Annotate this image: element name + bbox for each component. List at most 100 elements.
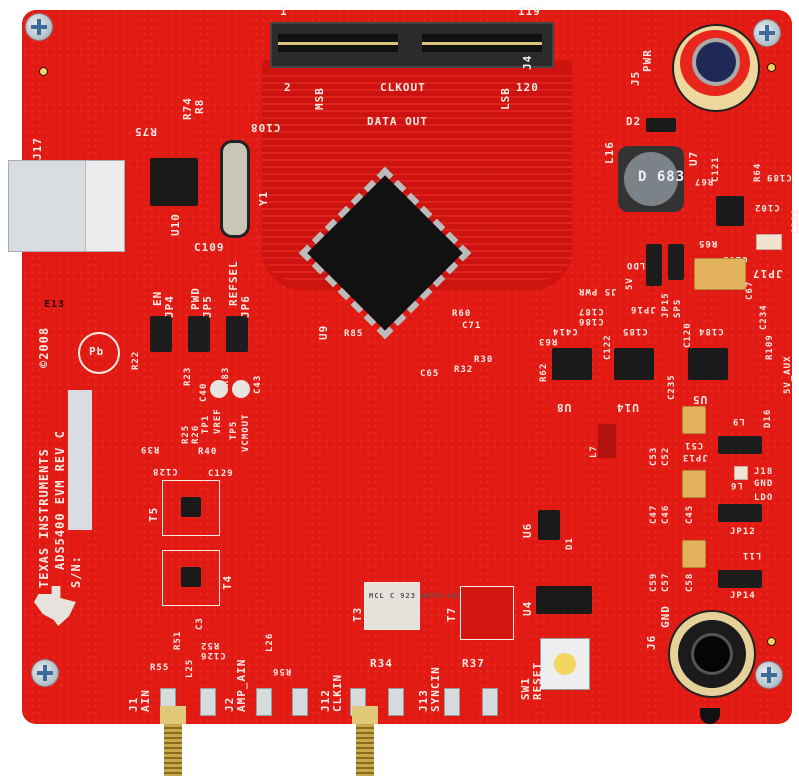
- c43-label: C43: [253, 374, 263, 394]
- jp15-sps-label: SPS: [673, 298, 683, 318]
- r22-label: R22: [131, 350, 141, 370]
- c128-label: C128: [152, 466, 178, 476]
- c187-label: C187: [578, 306, 604, 316]
- jp5-pwd-label: PWD: [189, 287, 202, 310]
- mounting-screw-bottom-right-icon: [756, 662, 782, 688]
- l7-label: L7: [589, 445, 599, 458]
- j4-pin-1-label: 1: [280, 5, 288, 18]
- copyright-label: ©2008: [37, 326, 51, 368]
- jp16-jumper[interactable]: [646, 244, 662, 286]
- j2-label: J2: [223, 696, 236, 712]
- pcb-board: 1 119 2 120 MSB CLKOUT LSB DATA OUT J4 J…: [8, 6, 799, 724]
- r55-label: R55: [150, 663, 170, 673]
- j13-pad-right[interactable]: [482, 688, 498, 716]
- u5-regulator-chip: [688, 348, 728, 380]
- j4-pin-119-label: 119: [518, 5, 541, 18]
- r8-label: R8: [193, 98, 206, 114]
- jp15-jumper[interactable]: [668, 244, 684, 280]
- jp4-en-label: EN: [151, 290, 164, 306]
- jp16-j5-pwr-label: J5 PWR: [578, 286, 617, 296]
- u8-label: U8: [556, 401, 572, 414]
- jp17-header[interactable]: [756, 234, 782, 250]
- u4-label: U4: [521, 600, 534, 616]
- j4-ref-label: J4: [521, 54, 534, 70]
- clkout-label: CLKOUT: [380, 81, 426, 94]
- j13-pad-left[interactable]: [444, 688, 460, 716]
- j18-gnd-test-point[interactable]: [734, 466, 748, 480]
- jp5-pwd-jumper[interactable]: [188, 316, 210, 352]
- t7-transformer: [460, 586, 514, 640]
- c121-label: C121: [711, 156, 721, 182]
- r65-label: R65: [698, 238, 718, 248]
- t5-transformer: [162, 480, 220, 536]
- c58-capacitor: [682, 540, 706, 568]
- r32-label: R32: [454, 365, 474, 375]
- c414-label: C414: [552, 326, 578, 336]
- r85-label: R85: [344, 329, 364, 339]
- l7-inductor: [598, 424, 616, 458]
- tp5-vcmout-label: VCMOUT: [241, 413, 251, 452]
- jp14-jumper[interactable]: [718, 570, 762, 588]
- reset-label: RESET: [531, 661, 544, 700]
- fiducial-top-left: [40, 68, 47, 75]
- jp6-refsel-jumper[interactable]: [226, 316, 248, 352]
- sw1-reset-button[interactable]: [540, 638, 590, 690]
- d1-label: D1: [565, 537, 575, 550]
- u5-label: U5: [692, 393, 708, 406]
- jp6-label: JP6: [239, 295, 252, 318]
- reset-button-cap[interactable]: [554, 653, 576, 675]
- j4-pin-2-label: 2: [284, 81, 292, 94]
- tp1-vref-test-point[interactable]: [210, 380, 228, 398]
- j1-ain-sma-connector[interactable]: [158, 706, 188, 776]
- lsb-label: LSB: [499, 87, 512, 110]
- serial-number-label: S/N:: [69, 555, 83, 588]
- data-out-label: DATA OUT: [367, 115, 428, 128]
- j4-data-out-connector[interactable]: [270, 22, 554, 68]
- jp13-label: JP13: [682, 452, 708, 462]
- r30-label: R30: [474, 355, 494, 365]
- u7-label: U7: [687, 150, 700, 166]
- jp16-5v-label: 5V: [625, 277, 635, 290]
- u10-label: U10: [169, 213, 182, 236]
- jp6-refsel-label: REFSEL: [227, 260, 240, 306]
- r25-label: R25: [181, 424, 191, 444]
- jp4-label: JP4: [163, 295, 176, 318]
- j12-pad-right: [388, 688, 404, 716]
- j2-pad-left[interactable]: [256, 688, 272, 716]
- c126-label: C126: [200, 650, 226, 660]
- j12-clkin-sma-connector[interactable]: [350, 706, 380, 776]
- j2-pad-right[interactable]: [292, 688, 308, 716]
- j18-gnd-label: GND: [754, 479, 774, 489]
- y1-crystal: [220, 140, 250, 238]
- msb-label: MSB: [313, 87, 326, 110]
- manufacturer-label: TEXAS INSTRUMENTS: [37, 448, 51, 588]
- jp12-jumper[interactable]: [718, 504, 762, 522]
- jp13-jumper[interactable]: [718, 436, 762, 454]
- c45-label: C45: [685, 504, 695, 524]
- c40-label: C40: [199, 382, 209, 402]
- c234-label: C234: [759, 304, 769, 330]
- jp5-label: JP5: [201, 295, 214, 318]
- u9-label: U9: [317, 324, 330, 340]
- tp5-label: TP5: [229, 420, 239, 440]
- l6-label: L6: [730, 480, 743, 490]
- c108-label: C108: [250, 121, 281, 134]
- j5-pwr-banana-jack[interactable]: [672, 24, 760, 112]
- r39-label: R39: [140, 444, 160, 454]
- t4-label: T4: [221, 574, 234, 590]
- r26-label: R26: [191, 424, 201, 444]
- c102-label: C102: [754, 202, 780, 212]
- usb-connector-j17[interactable]: [8, 160, 125, 252]
- mounting-screw-bottom-left-icon: [32, 660, 58, 686]
- l26-label: L26: [265, 632, 275, 652]
- c71-label: C71: [462, 321, 482, 331]
- j6-gnd-banana-jack[interactable]: [668, 610, 756, 698]
- tp5-vcmout-test-point[interactable]: [232, 380, 250, 398]
- c47-label: C47: [649, 504, 659, 524]
- l9-label: L9: [732, 416, 745, 426]
- r62-label: R62: [539, 362, 549, 382]
- jp4-en-jumper[interactable]: [150, 316, 172, 352]
- r34-label: R34: [370, 657, 393, 670]
- r51-label: R51: [173, 630, 183, 650]
- fiducial-top-right: [768, 64, 775, 71]
